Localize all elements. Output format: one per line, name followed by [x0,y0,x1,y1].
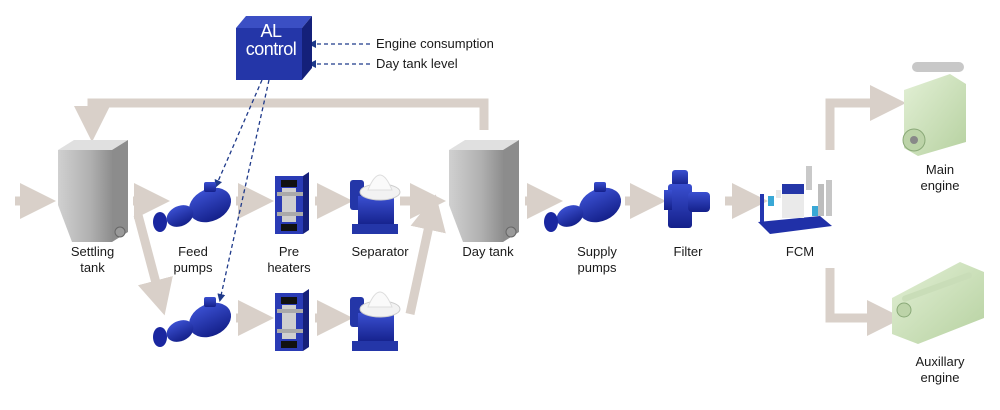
control-lines [214,40,370,302]
label-feed-pumps: Feed pumps [173,244,213,275]
flow-arrows [15,85,906,336]
day-tank-icon [449,140,519,242]
main-engine-icon [902,62,966,156]
arrow-fcm-to-aux [825,268,903,336]
label-auxiliary-engine: Auxillary engine [915,354,965,385]
pre-heater-lower-icon [275,289,309,351]
control-to-feed-pump-lower [217,79,270,302]
label-settling-tank: Settling tank [70,244,115,275]
label-pre-heaters: Pre heaters [267,244,311,275]
separator-lower-icon [350,291,401,351]
label-supply-pumps: Supply pumps [577,244,617,275]
auxiliary-engine-icon [892,262,984,344]
supply-pump-icon [544,182,622,232]
input-day-tank-level: Day tank level [376,56,458,71]
pre-heater-upper-icon [275,172,309,234]
input-engine-consumption: Engine consumption [376,36,494,51]
feed-pump-upper-icon [153,182,232,232]
fcm-icon [758,166,832,234]
settling-tank-icon [58,140,128,242]
arrow-return-loop [74,98,489,142]
label-filter: Filter [673,244,703,259]
arrow-fcm-to-main [825,85,906,150]
control-to-feed-pump-upper [214,79,263,188]
label-fcm: FCM [785,244,815,259]
arrow-separator-lower-to-day [405,194,446,315]
feed-pump-lower-icon [153,297,232,347]
label-separator: Separator [351,244,409,259]
al-control-label-line1: AL [260,21,282,41]
label-day-tank: Day tank [462,244,514,259]
al-control-box [236,16,312,80]
filter-icon [664,170,710,228]
arrow-settling-to-feed-lower [133,213,173,316]
label-main-engine: Main engine [920,162,960,193]
al-control-label: AL control [241,22,301,58]
al-control-label-line2: control [245,39,297,59]
separator-upper-icon [350,174,401,234]
